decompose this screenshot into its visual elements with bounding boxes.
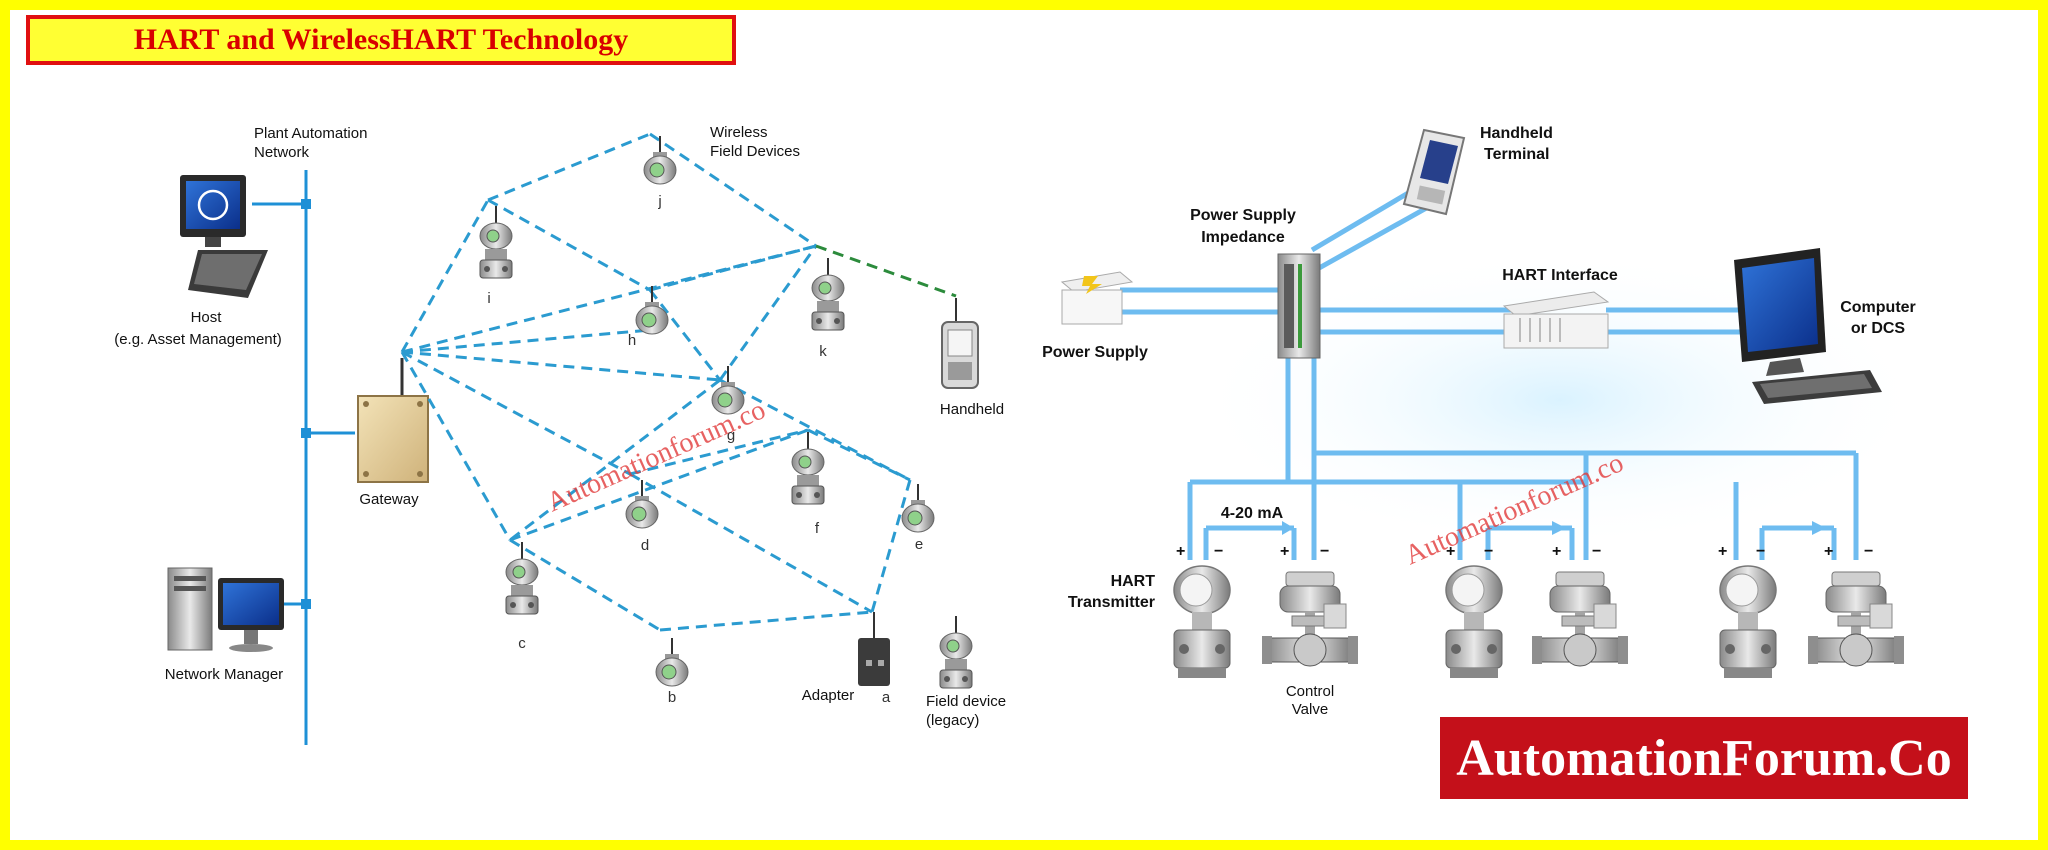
current-flow-arrows: [1282, 521, 1826, 535]
node-k: k: [819, 343, 827, 360]
hart-interface-label: HART Interface: [1502, 267, 1618, 284]
polarity-marks: + − + − + − + − + − + −: [1176, 543, 1873, 560]
adapter-icon: [858, 612, 890, 686]
svg-text:+: +: [1280, 543, 1289, 560]
power-supply-impedance-icon: [1277, 253, 1321, 359]
hart-transmitter-1: [1173, 565, 1231, 679]
handheld-label: Handheld: [940, 401, 1004, 418]
current-loop-label: 4-20 mA: [1221, 505, 1284, 522]
svg-text:+: +: [1552, 543, 1561, 560]
brand-label: AutomationForum.Co: [1456, 729, 1952, 787]
hart-transmitter-2: [1445, 565, 1503, 679]
wireless-device-b: [655, 637, 689, 687]
plant-network-label-1: Plant Automation: [254, 125, 367, 142]
transmitter-label-2: Transmitter: [1068, 594, 1155, 611]
control-valve-2: [1531, 571, 1629, 667]
legacy-field-device-icon: [939, 615, 973, 689]
node-i: i: [487, 290, 490, 307]
wireless-transmitter-k: [811, 257, 845, 331]
title-banner: HART and WirelessHART Technology: [26, 15, 736, 65]
host-label-2: (e.g. Asset Management): [114, 331, 282, 348]
handheld-icon: [941, 298, 979, 389]
svg-text:−: −: [1756, 543, 1765, 560]
control-valve-label-2: Valve: [1292, 701, 1328, 718]
power-supply-icon: [1060, 271, 1134, 325]
node-b: b: [668, 689, 676, 706]
node-d: d: [641, 537, 649, 554]
power-supply-label: Power Supply: [1042, 344, 1148, 361]
transmitter-label-1: HART: [1111, 573, 1156, 590]
handheld-terminal-label-1: Handheld: [1480, 125, 1553, 142]
wireless-device-h: [635, 285, 669, 335]
host-label-1: Host: [191, 309, 223, 326]
svg-text:+: +: [1176, 543, 1185, 560]
svg-text:+: +: [1446, 543, 1455, 560]
svg-text:−: −: [1484, 543, 1493, 560]
plant-network-label-2: Network: [254, 144, 310, 161]
hart-transmitter-3: [1719, 565, 1777, 679]
computer-label-1: Computer: [1840, 299, 1916, 316]
control-valve-1: [1261, 571, 1359, 667]
computer-label-2: or DCS: [1851, 320, 1906, 337]
node-g: g: [727, 427, 735, 444]
field-device-label-1: Field device: [926, 693, 1006, 710]
handheld-terminal-icon: [1402, 128, 1466, 216]
wireless-devices-label-2: Field Devices: [710, 143, 800, 160]
computer-dcs-icon: [1734, 248, 1882, 404]
host-computer-icon: [180, 175, 268, 298]
plant-network-bus: [252, 170, 355, 745]
wireless-device-j: [643, 135, 677, 185]
psu-impedance-label-1: Power Supply: [1190, 207, 1296, 224]
page-title: HART and WirelessHART Technology: [133, 23, 629, 56]
svg-text:+: +: [1824, 543, 1833, 560]
wired-hart-connections: [1120, 183, 1859, 560]
node-h: h: [628, 332, 636, 349]
node-c: c: [518, 635, 526, 652]
wireless-transmitter-f: [791, 431, 825, 505]
hart-interface-icon: [1502, 291, 1610, 349]
gateway-icon: [357, 358, 429, 483]
svg-text:−: −: [1592, 543, 1601, 560]
wireless-device-e: [901, 483, 935, 533]
control-valve-3: [1807, 571, 1905, 667]
adapter-label: Adapter: [802, 687, 855, 704]
network-manager-label: Network Manager: [165, 666, 283, 683]
svg-text:−: −: [1320, 543, 1329, 560]
handheld-terminal-label-2: Terminal: [1484, 146, 1550, 163]
wireless-devices-label-1: Wireless: [710, 124, 768, 141]
psu-impedance-label-2: Impedance: [1201, 229, 1285, 246]
node-f: f: [815, 520, 820, 537]
wireless-transmitter-i: [479, 205, 513, 279]
field-device-label-2: (legacy): [926, 712, 979, 729]
wireless-mesh-links: [400, 132, 957, 632]
gateway-label: Gateway: [359, 491, 419, 508]
node-e: e: [915, 536, 923, 553]
node-j: j: [657, 193, 661, 210]
control-valve-label-1: Control: [1286, 683, 1334, 700]
svg-text:−: −: [1864, 543, 1873, 560]
brand-banner: AutomationForum.Co: [1440, 717, 1968, 799]
network-manager-icon: [167, 567, 284, 652]
node-a: a: [882, 689, 891, 706]
svg-text:+: +: [1718, 543, 1727, 560]
svg-text:−: −: [1214, 543, 1223, 560]
